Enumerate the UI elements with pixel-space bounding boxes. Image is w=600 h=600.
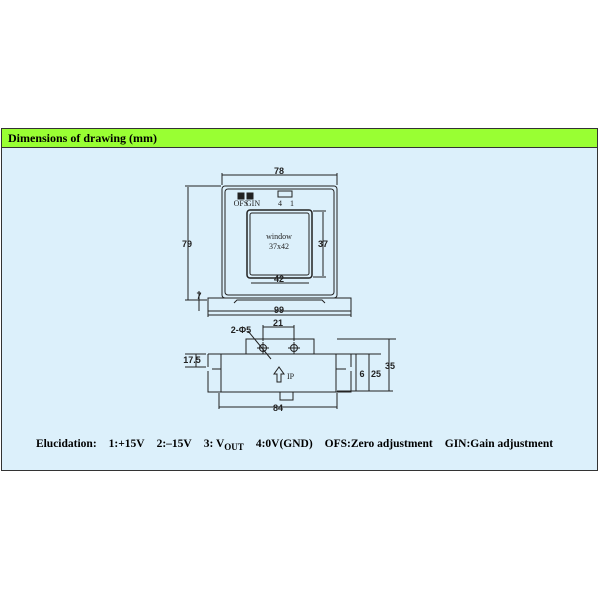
svg-text:79: 79 [182,239,192,249]
svg-text:99: 99 [274,305,284,315]
svg-text:OFS: OFS [234,199,249,208]
gin-pot-icon [246,192,254,200]
svg-text:window: window [266,232,292,241]
ofs-pot-icon [237,192,245,200]
svg-text:35: 35 [385,361,395,371]
svg-text:37x42: 37x42 [269,242,289,251]
dimensions-panel: Dimensions of drawing (mm) 78 79 7 99 42… [1,128,598,471]
svg-text:37: 37 [318,239,328,249]
ofs-desc: OFS:Zero adjustment [324,438,433,450]
elucidation-label: Elucidation: [35,438,97,450]
svg-text:17.5: 17.5 [183,355,201,365]
svg-text:1: 1 [290,199,294,208]
pin3-subscript: OUT [224,442,244,453]
panel-header: Dimensions of drawing (mm) [2,129,597,148]
current-direction-arrow-icon [273,366,285,383]
side-view: IP 2-Φ5 21 17.5 84 6 25 35 [183,318,396,413]
connector-icon [277,190,293,198]
pin2-desc: 2:–15V [156,438,192,450]
svg-text:2-Φ5: 2-Φ5 [231,325,251,335]
gin-desc: GIN:Gain adjustment [444,438,554,450]
svg-text:IP: IP [287,372,295,381]
svg-text:GIN: GIN [246,199,260,208]
svg-text:21: 21 [273,318,283,328]
svg-text:84: 84 [273,403,283,413]
top-view: 78 79 7 99 42 37 window 37x42 OFS GIN 4 … [182,166,352,317]
pin3-desc: 3: V [203,438,225,450]
svg-text:6: 6 [359,369,364,379]
dimension-drawing: 78 79 7 99 42 37 window 37x42 OFS GIN 4 … [182,166,396,413]
svg-text:42: 42 [274,274,284,284]
svg-text:78: 78 [274,166,284,176]
pin1-desc: 1:+15V [108,438,145,450]
svg-text:25: 25 [371,369,381,379]
svg-text:7: 7 [196,291,201,301]
elucidation-legend: Elucidation: 1:+15V 2:–15V 3: VOUT 4:0V(GND)… [2,438,599,452]
svg-text:4: 4 [278,199,282,208]
pin4-desc: 4:0V(GND) [255,438,313,450]
